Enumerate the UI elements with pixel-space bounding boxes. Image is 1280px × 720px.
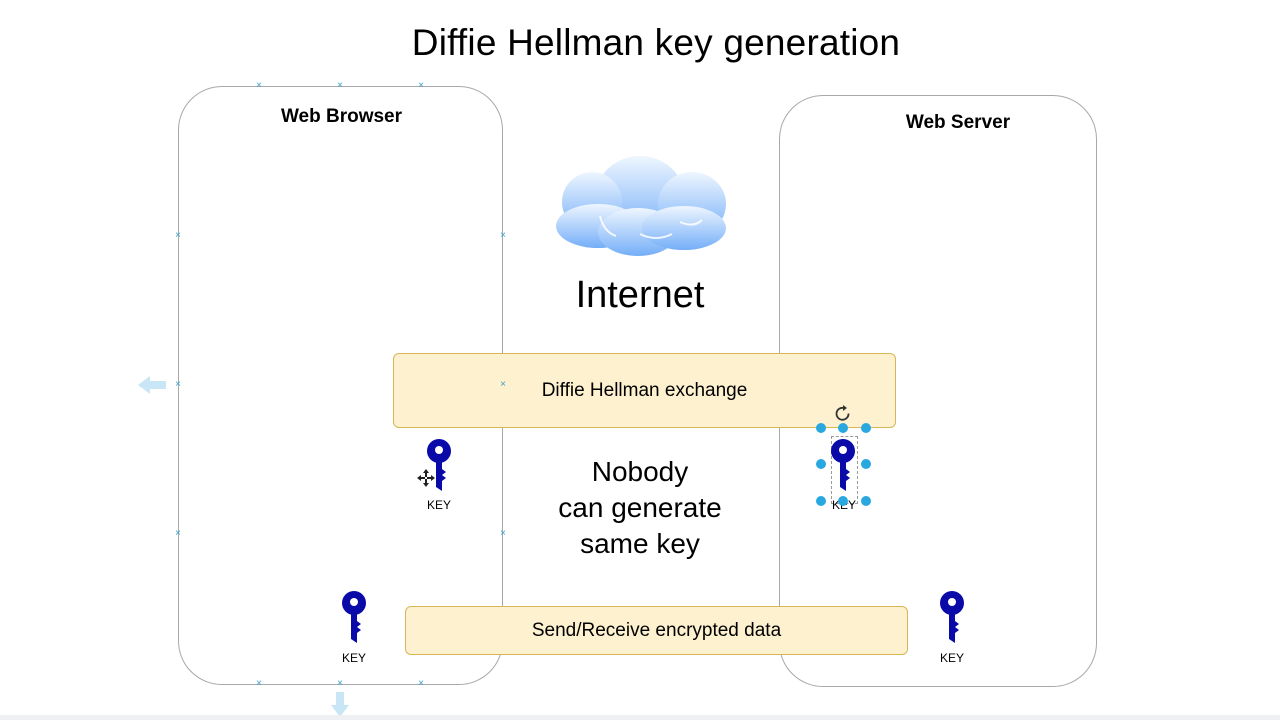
page-title: Diffie Hellman key generation <box>411 22 901 63</box>
internet-label: Internet <box>575 274 705 316</box>
connection-point[interactable]: × <box>500 230 506 241</box>
resize-handle[interactable] <box>838 423 848 433</box>
send-receive-band[interactable]: Send/Receive encrypted data <box>405 606 908 655</box>
move-cursor-icon <box>417 469 435 487</box>
browser-key-label: KEY <box>426 498 451 512</box>
nobody-note-line-1: Nobody <box>591 456 689 487</box>
arrow-down-icon[interactable] <box>330 692 350 718</box>
resize-handle[interactable] <box>861 459 871 469</box>
connection-point[interactable]: × <box>337 80 343 91</box>
web-server-label: Web Server <box>905 112 1011 133</box>
resize-handle[interactable] <box>816 423 826 433</box>
connection-point[interactable]: × <box>175 379 181 390</box>
send-receive-label: Send/Receive encrypted data <box>531 619 782 641</box>
connection-point[interactable]: × <box>175 528 181 539</box>
connection-point[interactable]: × <box>256 80 262 91</box>
cloud-icon[interactable] <box>552 150 728 258</box>
resize-handle[interactable] <box>816 459 826 469</box>
key-icon[interactable] <box>939 591 967 645</box>
diffie-hellman-exchange-label: Diffie Hellman exchange <box>541 379 748 401</box>
connection-point[interactable]: × <box>500 528 506 539</box>
key-icon[interactable] <box>341 591 369 645</box>
connection-point[interactable]: × <box>418 678 424 689</box>
connection-point[interactable]: × <box>500 379 506 390</box>
connection-point[interactable]: × <box>256 678 262 689</box>
nobody-note: Nobody can generate same key <box>520 454 760 562</box>
arrow-left-icon[interactable] <box>138 375 168 395</box>
nobody-note-line-3: same key <box>580 528 700 559</box>
resize-handle[interactable] <box>816 496 826 506</box>
nobody-note-line-2: can generate <box>558 492 722 523</box>
connection-point[interactable]: × <box>418 80 424 91</box>
resize-handle[interactable] <box>861 423 871 433</box>
web-browser-label: Web Browser <box>280 106 403 127</box>
browser-bottom-key-label: KEY <box>341 651 366 665</box>
server-bottom-key-label: KEY <box>939 651 964 665</box>
connection-point[interactable]: × <box>337 678 343 689</box>
rotate-handle-icon[interactable] <box>833 404 853 424</box>
canvas-bottom-edge <box>0 715 1280 720</box>
connection-point[interactable]: × <box>175 230 181 241</box>
resize-handle[interactable] <box>861 496 871 506</box>
diffie-hellman-exchange-band[interactable]: Diffie Hellman exchange <box>393 353 896 428</box>
resize-handle[interactable] <box>838 496 848 506</box>
key-icon[interactable] <box>830 439 858 493</box>
